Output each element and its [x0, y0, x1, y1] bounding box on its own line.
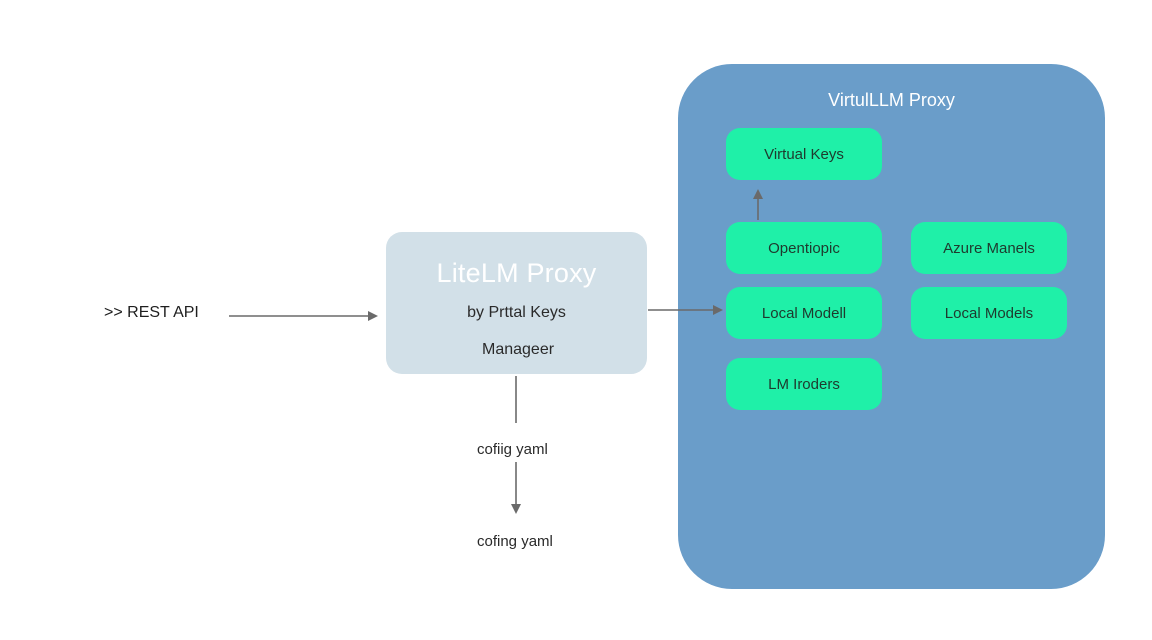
node-local-modell: Local Modell	[726, 287, 882, 339]
virtual-llm-proxy-title: VirtulLLM Proxy	[828, 90, 955, 110]
rest-api-label: >> REST API	[104, 304, 199, 321]
node-azure-manels: Azure Manels	[911, 222, 1067, 274]
litellm-proxy-title: LiteLM Proxy	[436, 258, 597, 288]
litellm-proxy-box: LiteLM Proxy by Prttal Keys Manageer	[386, 232, 647, 374]
node-opentopic: Opentiopic	[726, 222, 882, 274]
node-virtual-keys: Virtual Keys	[726, 128, 882, 180]
node-local-models: Local Models	[911, 287, 1067, 339]
config-yaml-label-1: cofiig yaml	[477, 441, 548, 458]
litellm-proxy-subtitle-line-2: Manageer	[482, 341, 555, 358]
node-lm-iroders: LM Iroders	[726, 358, 882, 410]
config-yaml-label-2: cofing yaml	[477, 533, 553, 550]
litellm-proxy-subtitle-line-1: by Prttal Keys	[467, 304, 566, 321]
